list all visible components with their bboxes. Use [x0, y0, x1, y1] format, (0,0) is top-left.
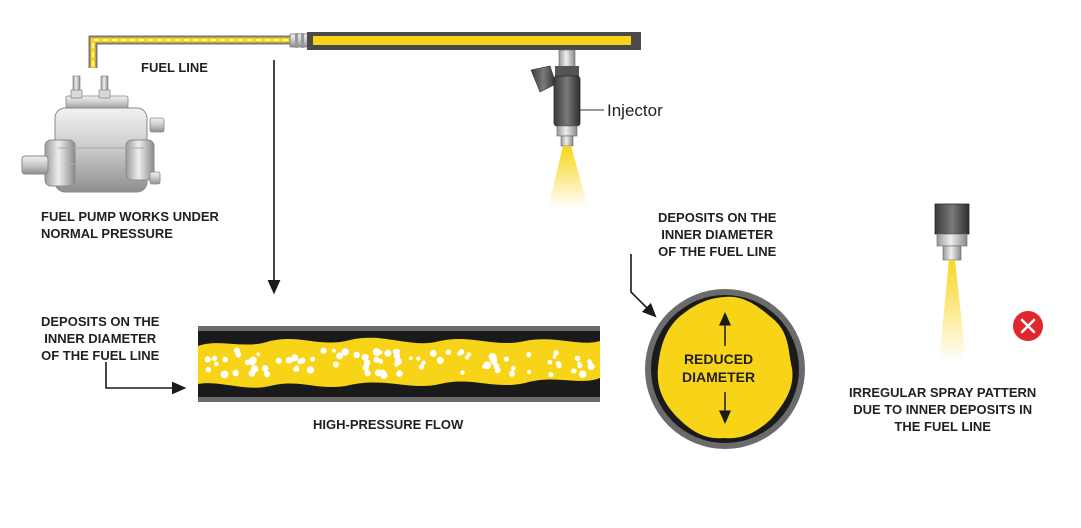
fuel-bubble	[460, 370, 465, 375]
fuel-pump	[21, 75, 165, 193]
fuel-bubble	[380, 371, 388, 379]
fuel-bubble	[361, 353, 369, 361]
fuel-rail	[307, 32, 641, 50]
reduced-diameter-label: REDUCED DIAMETER	[682, 351, 756, 385]
fuel-bubble	[548, 372, 554, 378]
fuel-bubble	[213, 361, 219, 367]
fuel-bubble	[332, 361, 339, 368]
fuel-bubble	[552, 355, 557, 359]
fuel-bubble	[249, 356, 257, 364]
fuel-bubble	[510, 366, 516, 371]
fuel-bubble	[336, 352, 343, 360]
fuel-bubble	[579, 370, 587, 378]
fuel-bubble	[418, 364, 425, 370]
line-connector	[289, 33, 309, 48]
fuel-bubble	[378, 359, 384, 364]
x-circle-icon	[1013, 311, 1043, 341]
fuel-bubble	[320, 347, 327, 354]
fuel-bubble	[436, 356, 444, 364]
fuel-bubble	[409, 356, 413, 361]
fuel-bubble	[483, 361, 492, 370]
fuel-bubble	[445, 349, 452, 355]
fuel-line-label: FUEL LINE	[141, 60, 208, 75]
fuel-bubble	[457, 351, 462, 356]
irregular-spray-label: IRREGULAR SPRAY PATTERN DUE TO INNER DEP…	[849, 385, 1037, 434]
fuel-bubble	[332, 348, 336, 353]
fuel-bubble	[494, 367, 501, 374]
fuel-bubble	[421, 360, 426, 365]
fuel-bubble	[393, 352, 401, 360]
clogged-injector	[934, 203, 970, 261]
main-injector	[530, 49, 604, 147]
fuel-bubble	[574, 355, 581, 362]
fuel-bubble	[220, 370, 229, 379]
fuel-bubble	[547, 359, 553, 365]
fuel-bubble	[491, 358, 498, 365]
fuel-bubble	[396, 370, 403, 377]
fuel-bubble	[589, 365, 594, 370]
fuel-bubble	[363, 359, 371, 367]
fuel-bubble	[299, 357, 306, 364]
reduced-diameter-circle	[645, 289, 805, 449]
fuel-bubble	[466, 352, 472, 357]
fuel-bubble	[416, 356, 421, 361]
pipe-cross-section	[198, 326, 600, 402]
fuel-bubble	[256, 352, 261, 357]
fuel-bubble	[222, 356, 228, 363]
deposits-right-arrow	[630, 254, 657, 318]
fuel-bubble	[372, 348, 381, 356]
deposits-right-label: DEPOSITS ON THE INNER DIAMETER OF THE FU…	[658, 210, 777, 259]
high-pressure-flow-label: HIGH-PRESSURE FLOW	[313, 417, 464, 432]
fuel-bubble	[250, 365, 259, 373]
thin-fuel-line	[88, 35, 296, 68]
fuel-bubbles	[204, 347, 595, 379]
fuel-bubble	[526, 352, 532, 358]
fuel-bubble	[577, 363, 583, 369]
fuel-bubble	[261, 365, 269, 372]
main-spray-pattern	[548, 146, 588, 208]
deposits-left-arrow	[105, 362, 187, 395]
fuel-bubble	[374, 369, 382, 377]
fuel-bubble	[556, 362, 562, 369]
fuel-bubble	[364, 370, 371, 377]
fuel-bubble	[236, 353, 241, 358]
fuel-bubble	[526, 369, 532, 374]
fuel-bubble	[306, 366, 315, 374]
pump-caption: FUEL PUMP WORKS UNDER NORMAL PRESSURE	[41, 209, 219, 241]
fuel-bubble	[384, 349, 392, 357]
fuel-bubble	[394, 357, 402, 365]
fuel-bubble	[290, 358, 294, 362]
fuel-bubble	[503, 356, 509, 362]
fuel-bubble	[429, 350, 437, 357]
fuel-bubble	[373, 356, 380, 363]
fuel-bubble	[233, 371, 239, 377]
fuel-bubble	[275, 357, 282, 364]
deposits-left-label: DEPOSITS ON THE INNER DIAMETER OF THE FU…	[41, 314, 160, 363]
fuel-bubble	[211, 355, 217, 361]
injector-label: Injector	[607, 101, 663, 120]
fuel-bubble	[353, 351, 360, 358]
irregular-spray-pattern	[939, 260, 966, 362]
fuel-bubble	[285, 356, 293, 364]
fuel-bubble	[587, 359, 592, 364]
fuel-bubble	[205, 366, 212, 373]
fuel-bubble	[509, 370, 515, 377]
fuel-bubble	[310, 356, 316, 362]
fuel-bubble	[553, 350, 559, 356]
fuel-bubble	[204, 356, 211, 363]
fuel-bubble	[571, 368, 577, 374]
fuel-bubble	[244, 359, 251, 366]
fuel-bubble	[263, 370, 271, 378]
fuel-bubble	[293, 366, 299, 372]
fuel-bubble	[341, 348, 349, 356]
